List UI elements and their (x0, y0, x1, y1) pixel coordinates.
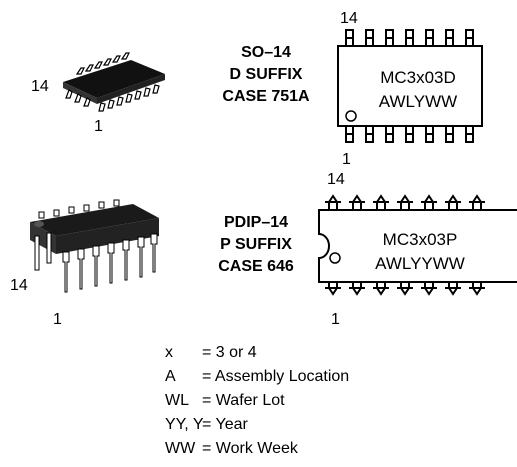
legend-value: = Assembly Location (202, 368, 350, 385)
pdip14-package-text: PDIP–14 P SUFFIX CASE 646 (196, 212, 316, 278)
legend-key: x (165, 344, 173, 361)
pdip14-case: CASE 646 (218, 258, 294, 275)
pdip14-pin1-label: 1 (331, 311, 340, 328)
pdip14-marking-text: MC3x03P AWLYYWW (355, 228, 485, 276)
pdip14-marking-diagram (318, 194, 517, 296)
legend-value: = Work Week (202, 440, 298, 457)
so14-photo-pin14-label: 14 (31, 78, 49, 95)
pdip14-pin1-dot (329, 252, 341, 264)
so14-photo-pin1-label: 1 (94, 118, 103, 135)
legend-key: YY, Y (165, 416, 204, 433)
pdip14-package-name: PDIP–14 (223, 214, 289, 231)
legend-key: WW (165, 440, 196, 457)
legend-key: A (165, 368, 176, 385)
legend-value: = 3 or 4 (202, 344, 257, 361)
pdip14-photo-pin14-label: 14 (10, 277, 28, 294)
pdip14-suffix: P SUFFIX (220, 236, 292, 253)
so14-case: CASE 751A (222, 88, 310, 105)
so14-marking-device: MC3x03D (380, 68, 456, 87)
pdip14-marking-code: AWLYYWW (375, 254, 465, 273)
so14-package-name: SO–14 (241, 44, 291, 61)
so14-marking-code: AWLYWW (378, 92, 458, 111)
legend-value: = Year (202, 416, 248, 433)
so14-pin1-label: 1 (342, 151, 351, 168)
so14-package-image (63, 52, 165, 112)
pdip14-pin14-label: 14 (327, 171, 345, 188)
legend-value: = Wafer Lot (202, 392, 285, 409)
legend-key: WL (165, 392, 189, 409)
so14-marking-text: MC3x03D AWLYWW (358, 66, 478, 114)
legend: x = 3 or 4 A = Assembly Location WL = Wa… (165, 344, 415, 462)
so14-marking-diagram (337, 29, 483, 143)
pdip14-photo-pin1-label: 1 (53, 311, 62, 328)
so14-suffix: D SUFFIX (229, 66, 303, 83)
so14-pin1-dot (345, 110, 357, 122)
pdip14-package-image (30, 199, 159, 293)
so14-package-text: SO–14 D SUFFIX CASE 751A (206, 42, 326, 108)
so14-pin14-label: 14 (340, 10, 358, 27)
pdip14-marking-device: MC3x03P (382, 230, 458, 249)
